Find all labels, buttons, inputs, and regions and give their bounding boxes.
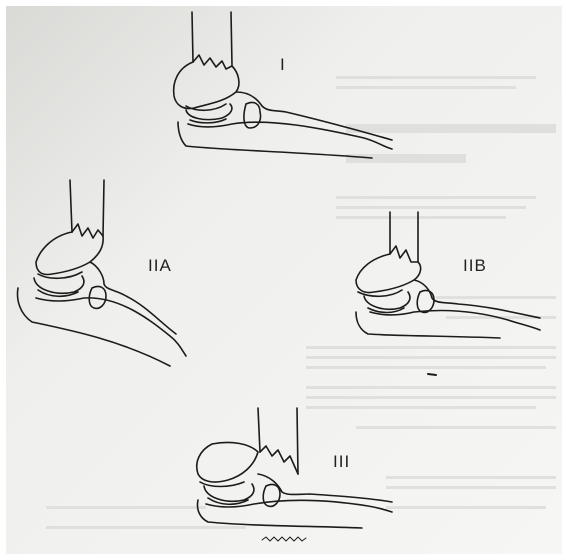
panel-label-type-3: III <box>333 452 350 472</box>
forearm-lower <box>356 312 500 338</box>
ulna-olecranon <box>414 280 540 318</box>
panel-label-type-2a: IIA <box>148 256 172 276</box>
panel-type-3-drawing <box>197 408 392 541</box>
scribble-mark <box>262 537 306 541</box>
fracture-line <box>193 55 232 69</box>
humerus-shaft <box>258 408 298 474</box>
ulna-olecranon <box>236 92 392 140</box>
radius-shaft <box>206 500 392 512</box>
humerus-shaft <box>192 12 232 66</box>
humerus-condyle <box>197 442 258 482</box>
capitellum <box>200 482 244 487</box>
fracture-line <box>72 224 103 238</box>
radial-head <box>186 104 232 123</box>
radial-head <box>204 484 254 504</box>
stray-mark <box>428 374 436 375</box>
radius-shaft <box>188 122 392 149</box>
fracture-line <box>260 446 298 474</box>
carpal <box>244 102 261 128</box>
panel-type-2b-drawing <box>356 212 540 338</box>
carpal <box>417 290 434 312</box>
humerus-condyle <box>174 62 239 109</box>
panel-type-1-drawing <box>174 12 392 158</box>
fracture-line <box>390 246 418 262</box>
humerus-shaft <box>390 212 418 262</box>
panel-label-type-2b: IIB <box>463 256 487 276</box>
radial-head <box>34 276 84 296</box>
panel-label-type-1: I <box>280 55 286 75</box>
